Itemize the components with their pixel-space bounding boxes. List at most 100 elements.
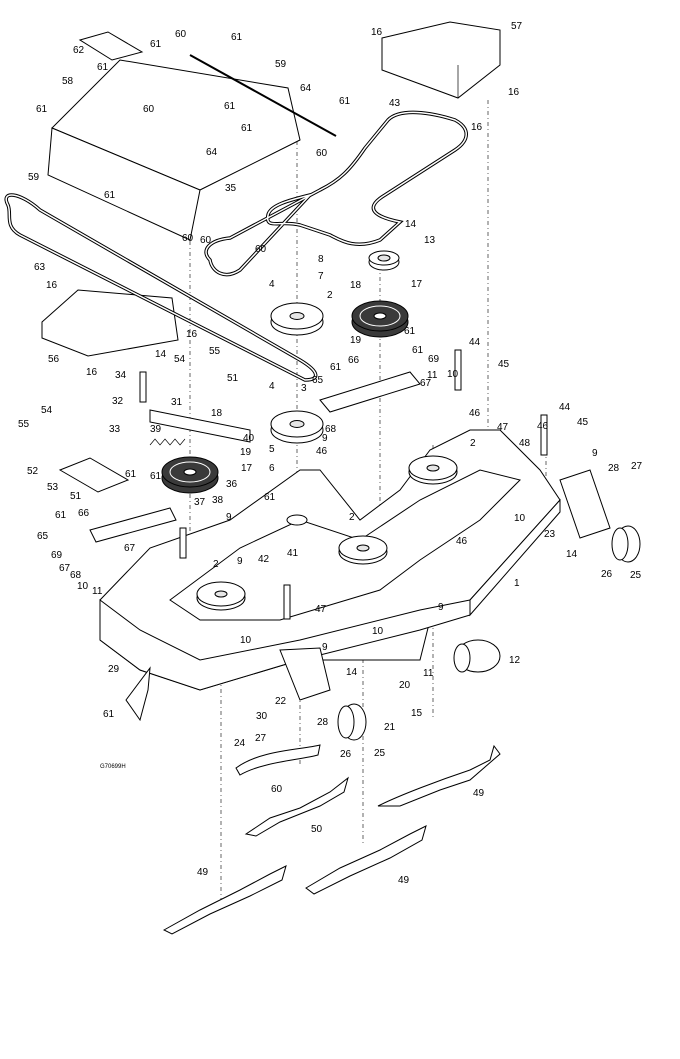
callout-9: 9 [237,556,243,567]
callout-61: 61 [412,345,424,356]
callout-46: 46 [469,408,481,419]
callout-16: 16 [86,367,98,378]
callout-57: 57 [511,21,523,32]
callout-9: 9 [322,433,328,444]
idler-arms [58,371,421,543]
callout-18: 18 [211,408,223,419]
callout-2: 2 [327,290,333,301]
callout-36: 36 [226,479,238,490]
callout-16: 16 [508,87,520,98]
callout-4: 4 [269,279,275,290]
callout-42: 42 [258,554,270,565]
callout-3: 3 [301,383,307,394]
pulley-17-upper [351,300,409,338]
belt-63 [4,193,318,382]
callout-68: 68 [70,570,82,581]
callout-63: 63 [34,262,46,273]
callout-64: 64 [300,83,312,94]
callout-38: 38 [212,495,224,506]
callout-65: 65 [312,375,324,386]
callout-54: 54 [41,405,53,416]
callout-46: 46 [456,536,468,547]
callout-10: 10 [240,635,252,646]
callout-10: 10 [447,369,459,380]
callout-68: 68 [325,424,337,435]
callout-65: 65 [37,531,49,542]
callout-61: 61 [264,492,276,503]
callout-49: 49 [197,867,209,878]
callout-61: 61 [241,123,253,134]
blade-50 [244,776,349,837]
callout-61: 61 [97,62,109,73]
callout-6: 6 [269,463,275,474]
callout-16: 16 [46,280,58,291]
callout-39: 39 [150,424,162,435]
callout-11: 11 [92,586,103,597]
bracket-29 [125,666,151,722]
callout-19: 19 [350,335,362,346]
blade-49-left [162,865,287,935]
callout-48: 48 [519,438,531,449]
callout-41: 41 [287,548,299,559]
callout-61: 61 [231,32,243,43]
callout-66: 66 [78,508,90,519]
callout-27: 27 [255,733,267,744]
callout-28: 28 [317,717,329,728]
callout-18: 18 [350,280,362,291]
callout-10: 10 [514,513,526,524]
callout-9: 9 [438,602,444,613]
callout-64: 64 [206,147,218,158]
callout-16: 16 [371,27,383,38]
callout-35: 35 [225,183,237,194]
callout-30: 30 [256,711,268,722]
callout-29: 29 [108,664,120,675]
callout-11: 11 [423,668,434,679]
callout-47: 47 [497,422,509,433]
callout-46: 46 [537,421,549,432]
callout-25: 25 [630,570,642,581]
baffle-24 [235,744,321,776]
callout-56: 56 [48,354,60,365]
callout-14: 14 [566,549,578,560]
gauge-wheel-25-right [559,469,641,563]
pulley-17-lower [161,456,219,494]
callout-61: 61 [55,510,67,521]
callout-49: 49 [473,788,485,799]
pulley-3 [270,410,324,444]
callout-54: 54 [174,354,186,365]
callout-17: 17 [411,279,423,290]
spring-39 [149,438,186,446]
callout-21: 21 [384,722,396,733]
callout-61: 61 [103,709,115,720]
callout-67: 67 [59,563,71,574]
callout-49: 49 [398,875,410,886]
support-rod-59 [189,54,337,137]
callout-13: 13 [424,235,436,246]
callout-5: 5 [269,444,275,455]
callout-8: 8 [318,254,324,265]
callout-51: 51 [227,373,239,384]
bolts [139,349,548,620]
callout-59: 59 [28,172,40,183]
callout-46: 46 [316,446,328,457]
callout-10: 10 [372,626,384,637]
callout-22: 22 [275,696,287,707]
pulley-2-upper [270,302,324,336]
callout-51: 51 [70,491,82,502]
callout-12: 12 [509,655,521,666]
callout-2: 2 [349,512,355,523]
blade-49-right [377,744,501,807]
callout-44: 44 [469,337,481,348]
callout-69: 69 [51,550,63,561]
callout-60: 60 [316,148,328,159]
callout-16: 16 [471,122,483,133]
callout-9: 9 [226,512,232,523]
callout-2: 2 [470,438,476,449]
callout-9: 9 [592,448,598,459]
callout-32: 32 [112,396,124,407]
callout-61: 61 [150,39,162,50]
pulley-13 [368,250,400,271]
callout-61: 61 [339,96,351,107]
callout-23: 23 [544,529,556,540]
